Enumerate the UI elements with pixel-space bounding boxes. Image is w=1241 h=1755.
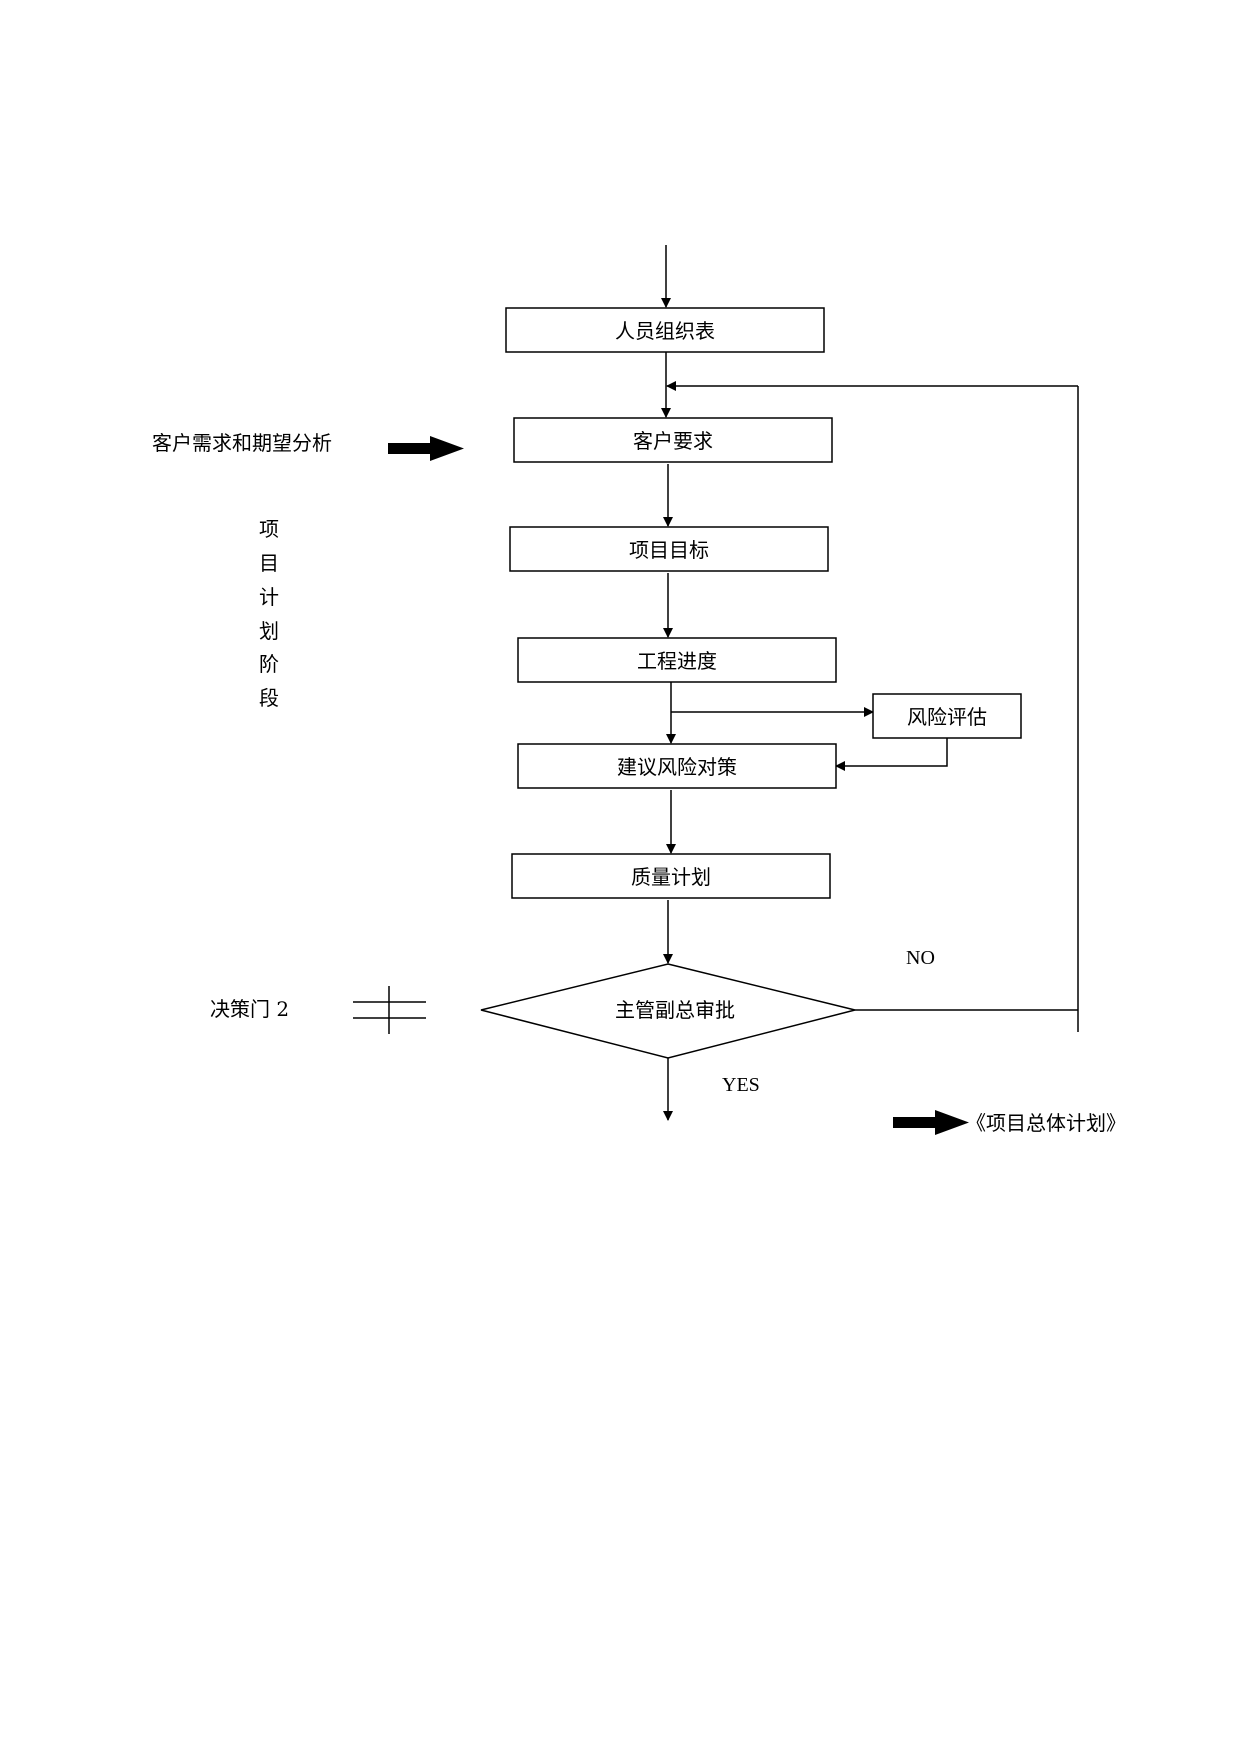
stage-char: 阶: [259, 652, 279, 676]
no-label: NO: [906, 947, 935, 969]
stage-char: 划: [259, 619, 279, 643]
customer-analysis-label: 客户需求和期望分析: [152, 431, 332, 455]
box-risk-assess: 风险评估: [872, 693, 1022, 739]
decision-gate-label: 决策门 2: [210, 997, 289, 1021]
stage-char: 计: [259, 585, 279, 609]
box-personnel-org: 人员组织表: [505, 307, 825, 353]
yes-label: YES: [722, 1074, 760, 1096]
stage-char: 目: [259, 551, 279, 575]
box-risk-measures-label: 建议风险对策: [617, 755, 737, 779]
stage-char: 项: [259, 517, 279, 541]
box-quality-plan-label: 质量计划: [631, 865, 711, 889]
box-risk-assess-label: 风险评估: [907, 705, 987, 729]
output-plan-label: 《项目总体计划》: [966, 1111, 1126, 1135]
stage-char: 段: [259, 686, 279, 710]
box-schedule: 工程进度: [517, 637, 837, 683]
stage-label-vertical: 项 目 计 划 阶 段: [259, 517, 279, 710]
box-project-goal: 项目目标: [509, 526, 829, 572]
thick-arrow-output: [893, 1110, 969, 1135]
decision-approval-label: 主管副总审批: [615, 998, 735, 1022]
box-quality-plan: 质量计划: [511, 853, 831, 899]
thick-arrow-customer-analysis: [388, 436, 464, 461]
box-schedule-label: 工程进度: [637, 649, 717, 673]
arrow-risk-to-measures: [835, 738, 948, 771]
box-risk-measures: 建议风险对策: [517, 743, 837, 789]
box-customer-req: 客户要求: [513, 417, 833, 463]
decision-approval: 主管副总审批: [480, 963, 856, 1059]
box-project-goal-label: 项目目标: [629, 538, 709, 562]
box-customer-req-label: 客户要求: [633, 429, 713, 453]
box-personnel-org-label: 人员组织表: [615, 319, 715, 343]
gate-symbol: [353, 986, 426, 1034]
